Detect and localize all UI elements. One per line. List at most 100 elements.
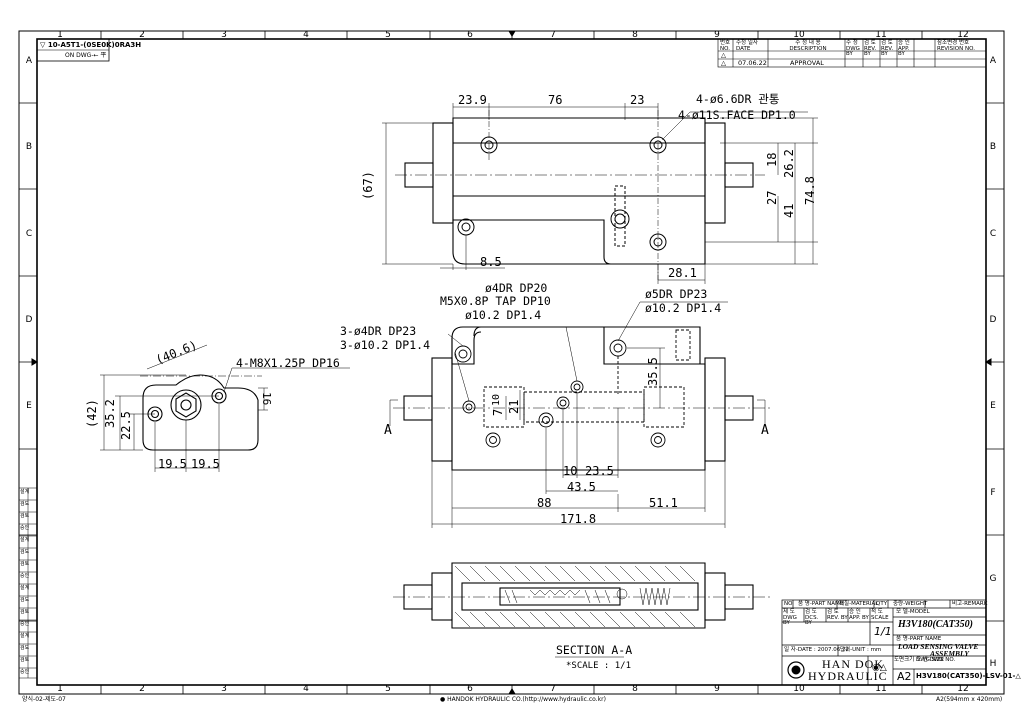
zone-right-E: E [990,401,996,411]
note-front-6: 3-ø4DR DP23 [340,324,417,338]
tb-dwg-no: H3V180(CAT350)-LSV-01-△ [916,672,1021,680]
rev-hdr-rev1: 검 토 REV. BY [864,40,877,57]
dim-43-5: 43.5 [567,480,596,494]
zone-left-D: D [25,315,33,325]
note-front-1: ø4DR DP20 [485,281,548,295]
zone-left-C: C [25,229,33,239]
zone-left-B: B [25,142,33,152]
dim-74-8: 74.8 [803,176,817,205]
zone-right-A: A [989,56,997,66]
section-mark-right: A [761,423,769,438]
zone-left-A: A [25,56,33,66]
strip-label-11: 검토 [20,609,30,615]
footer-company-url[interactable]: ● HANDOK HYDRAULIC CO.(http://www.hydrau… [440,696,606,703]
dim-19-5-left: 19.5 [158,457,187,471]
dim-88: 88 [537,496,552,510]
zone-bottom-10: 10 [793,684,805,694]
note-spot-face: 4-ø11S.FACE DP1.0 [678,108,796,122]
tb-hdr-qty: QTY [876,601,888,607]
strip-label-16: 승인 [20,669,30,675]
note-front-4: ø5DR DP23 [645,287,708,301]
dim-23-5: 23.5 [585,464,614,478]
strip-label-1: 설계 [20,489,30,495]
dim-21: 21 [507,399,521,414]
note-front-3: ø10.2 DP1.4 [465,308,542,322]
tb-sign-scale: 척 도 SCALE [871,609,889,621]
dim-41: 41 [782,203,796,218]
footer-form-no: 양식-02-제도-07 [22,696,66,703]
dim-42: (42) [85,399,99,428]
dim-8-5: 8.5 [480,255,502,269]
tb-part-name-1: LOAD SENSING VALVE [898,642,979,651]
rev-hdr-rev2: 검 토 REV. BY [881,40,894,57]
tb-part-name-label: 품 명-PART NAME [896,636,942,642]
zone-right-H: H [989,659,997,669]
strip-label-2: 검도 [20,501,30,507]
zone-left-E: E [26,401,32,411]
dim-22-5: 22.5 [119,411,133,440]
zone-bottom-4: 4 [303,684,309,694]
strip-label-13: 설계 [20,633,30,639]
zone-right-G: G [989,574,997,584]
dim-16: 16 [260,392,273,406]
zone-top-10: 10 [793,30,805,40]
zone-right-B: B [989,142,997,152]
tb-company-2: HYDRAULIC [808,669,888,683]
zone-top-5: 5 [385,30,391,40]
rev-row2-no: △ [721,59,726,67]
zone-top-2: 2 [139,30,145,40]
note-drill-through: 4-ø6.6DR 관통 [696,92,780,106]
zone-top-9: 9 [714,30,720,40]
tb-sign-app: 승 인 APP. BY [849,609,869,621]
tb-model: H3V180(CAT350) [898,619,974,630]
section-scale: *SCALE : 1/1 [566,661,632,671]
zone-top-3: 3 [221,30,227,40]
dim-10-vert: 10 [491,393,502,406]
strip-label-3: 검토 [20,513,30,519]
tb-hdr-no: NO [784,601,793,607]
dim-35-5: 35.5 [646,357,660,386]
tb-dwg-size-label: 도면크기 DWG SIZE [894,657,945,663]
tb-sign-dwg: 제 도 DWG BY [783,609,797,626]
rev-hdr-dwg: 수 정 DWG BY [846,40,860,57]
zone-right-F: F [990,488,996,498]
zone-top-7: 7 [550,30,556,40]
rev-row1-no: △ [721,51,726,59]
tb-sign-dcs: 검 도 DCS. BY [805,609,819,626]
note-front-5: ø10.2 DP1.4 [645,301,722,315]
dim-35-2: 35.2 [103,399,117,428]
tb-hdr-material: 재질-MATERIAL [839,601,879,607]
dim-7: 7 [491,408,505,416]
dim-171-8: 171.8 [560,512,597,526]
zone-bottom-3: 3 [221,684,227,694]
zone-bottom-11: 11 [875,684,887,694]
strip-label-6: 검도 [20,549,30,555]
zone-bottom-5: 5 [385,684,391,694]
note-front-2: M5X0.8P TAP DP10 [440,294,551,308]
dim-28-1: 28.1 [668,266,697,280]
note-front-7: 3-ø10.2 DP1.4 [340,338,431,352]
strip-label-10: 검도 [20,597,30,603]
section-title: SECTION A-A [556,643,633,657]
tb-sign-rev: 검 토 REV. BY [827,609,848,621]
zone-bottom-7: 7 [550,684,556,694]
dim-19-5-right: 19.5 [191,457,220,471]
dim-27: 27 [765,190,779,205]
tb-company-1: HAN DOK [822,657,884,671]
rev-hdr-desc: 수 정 내 용 DESCRIPTION [789,40,827,52]
tb-unit: 단위-UNIT : mm [840,647,882,653]
zone-bottom-1: 1 [57,684,63,694]
rev-hdr-date: 수정 일자 DATE [736,40,758,52]
section-mark-left: A [384,423,392,438]
strip-label-8: 승인 [20,573,30,579]
zone-right-D: D [989,315,997,325]
rev-hdr-app: 승 인 APP. BY [898,40,910,57]
zone-bottom-6: 6 [467,684,473,694]
tb-dwg-no-label: 도 번 DWG NO. [916,657,956,663]
zone-top-8: 8 [632,30,638,40]
tb-hdr-remark: 비고-REMARK [952,601,988,607]
strip-label-12: 승인 [20,621,30,627]
rev-hdr-revno: 참조변경 번호 REVISION NO. [937,40,975,52]
